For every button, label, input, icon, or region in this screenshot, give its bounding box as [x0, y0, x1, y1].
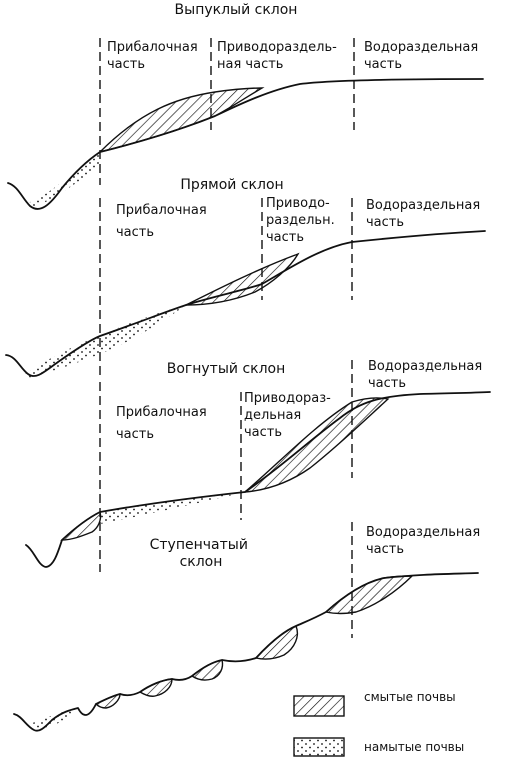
legend-item-deposited: намытые почвы [293, 737, 464, 757]
deposited-swatch [293, 737, 345, 757]
slope-profile-line [5, 230, 486, 377]
eroded-soil-area [190, 659, 224, 681]
panel-straight-slope: Прямой склон Прибалочная часть Приводо- … [5, 177, 486, 378]
eroded-soil-area [97, 87, 265, 154]
eroded-soil-area [242, 397, 390, 493]
eroded-soil-area [94, 693, 121, 709]
deposited-soil-area [100, 492, 245, 524]
zone-label-upper: Водораздельная часть [366, 198, 484, 230]
panel-convex-slope: Выпуклый склон Прибалочная часть Приводо… [7, 2, 484, 210]
panel-stepped-slope: Ступенчатый склон Водораздельная часть [13, 522, 484, 732]
eroded-soil-area [138, 678, 173, 697]
zone-label-upper: Водораздельная часть [366, 525, 484, 557]
slope-profile-line [7, 78, 484, 210]
zone-label-middle: Приводораз- дельная часть [244, 391, 335, 440]
deposited-soil-area [25, 305, 186, 378]
slope-profile-line [13, 572, 479, 732]
zone-label-middle: Приводораздель- ная часть [217, 40, 341, 72]
eroded-soil-area [324, 575, 414, 615]
panel-title: Прямой склон [180, 177, 283, 193]
legend: смытые почвы намытые почвы [293, 690, 464, 757]
eroded-soil-area [254, 625, 299, 660]
zone-label-lower: Прибалочная часть [116, 405, 211, 442]
zone-label-lower: Прибалочная часть [107, 40, 202, 72]
panel-concave-slope: Вогнутый склон Прибалочная часть Приводо… [25, 359, 491, 572]
zone-label-lower: Прибалочная часть [116, 203, 211, 240]
panel-title: Вогнутый склон [167, 361, 286, 377]
zone-label-middle: Приводо- раздельн. часть [266, 196, 339, 245]
slope-profile-line [25, 391, 491, 568]
legend-label: смытые почвы [364, 690, 456, 704]
zone-label-upper: Водораздельная часть [368, 359, 486, 391]
eroded-soil-area [185, 252, 300, 306]
zone-label-upper: Водораздельная часть [364, 40, 482, 72]
eroded-swatch [293, 695, 345, 717]
panel-title: Выпуклый склон [175, 2, 298, 18]
legend-item-eroded: смытые почвы [293, 690, 456, 717]
legend-label: намытые почвы [364, 740, 464, 754]
panel-title: Ступенчатый склон [150, 537, 253, 570]
